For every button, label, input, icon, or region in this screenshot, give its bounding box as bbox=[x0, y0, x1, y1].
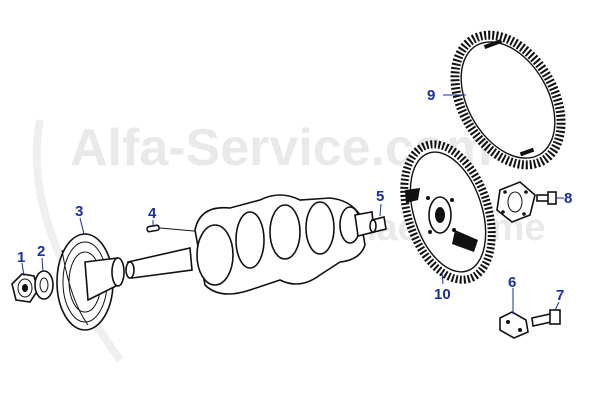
callout-5: 5 bbox=[376, 188, 384, 205]
callout-6: 6 bbox=[508, 274, 516, 291]
callout-10: 10 bbox=[434, 286, 451, 303]
part-2-washer bbox=[34, 270, 54, 300]
callout-4: 4 bbox=[148, 205, 157, 222]
part-1-nut bbox=[11, 273, 39, 303]
callout-2: 2 bbox=[37, 243, 45, 260]
callout-9: 9 bbox=[427, 87, 435, 104]
part-6-lock-plate bbox=[499, 311, 529, 339]
part-3-pulley bbox=[56, 233, 125, 331]
callout-1: 1 bbox=[17, 249, 25, 266]
part-10-flywheel bbox=[400, 140, 496, 284]
part-7-bolt bbox=[531, 309, 561, 327]
callout-leaders bbox=[21, 94, 564, 314]
callout-8: 8 bbox=[564, 190, 572, 207]
part-5-bushing bbox=[369, 216, 387, 233]
callout-3: 3 bbox=[75, 203, 83, 220]
callouts: 1 2 3 4 5 6 7 8 9 10 bbox=[17, 87, 572, 304]
part-8-bolt bbox=[536, 191, 557, 205]
adapter-plate bbox=[496, 181, 536, 223]
crankshaft bbox=[125, 194, 375, 295]
callout-7: 7 bbox=[556, 287, 564, 304]
